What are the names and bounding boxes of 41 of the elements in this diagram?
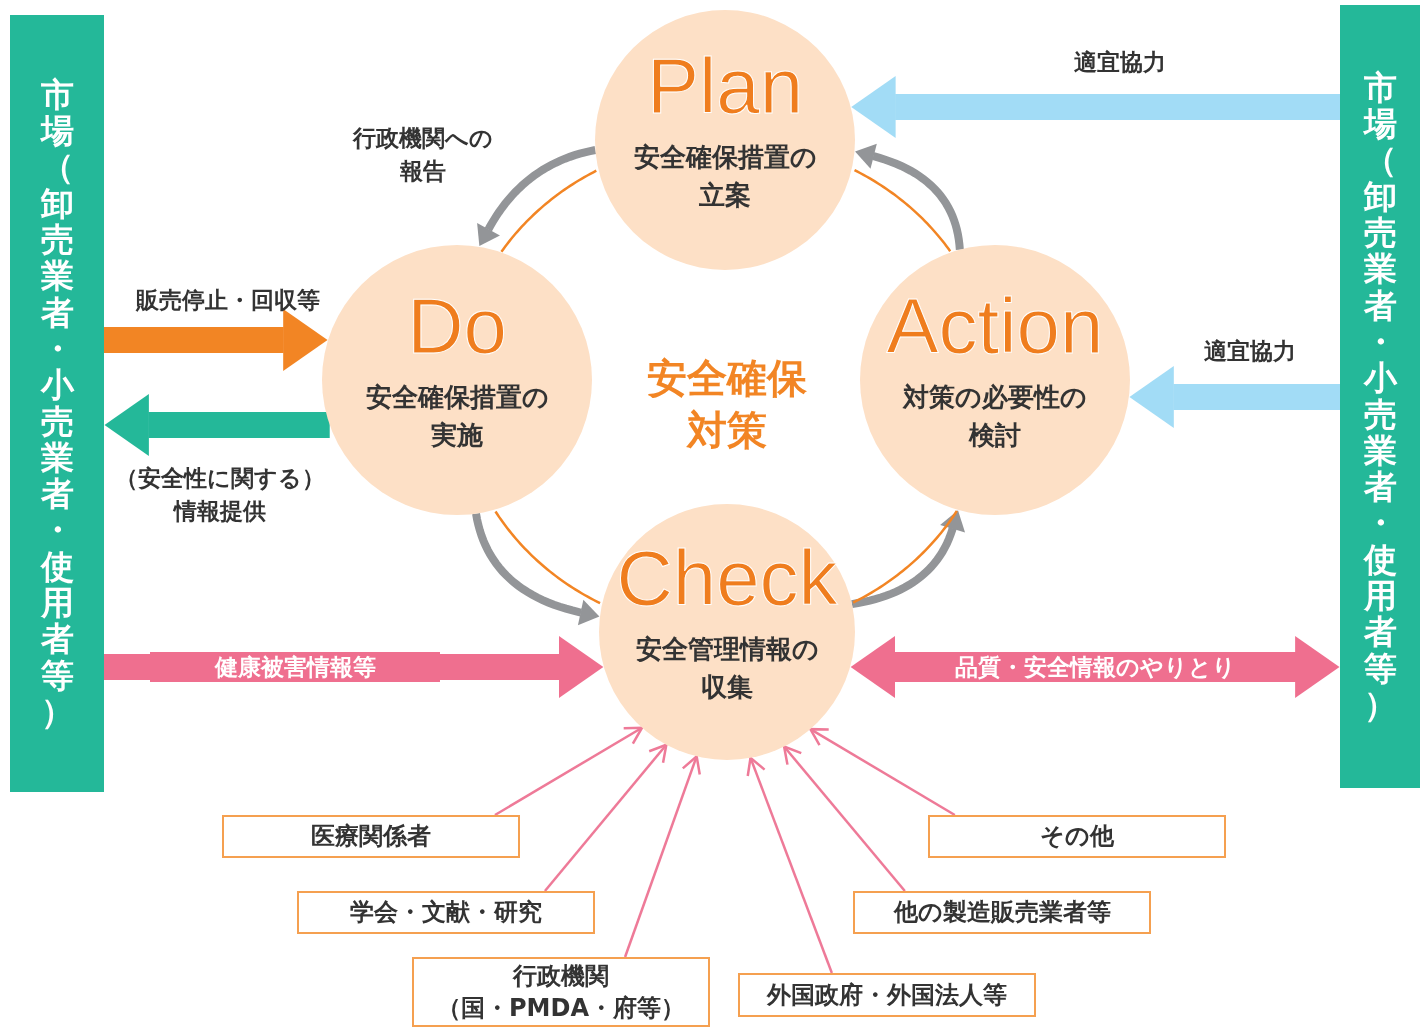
edge-label: 健康被害情報等: [150, 652, 440, 682]
block-arrow: [104, 309, 328, 371]
edge-label: 行政機関への報告: [351, 124, 494, 187]
block-arrow: [851, 76, 1340, 138]
phase-title: Plan: [646, 47, 804, 126]
market-label: 市場（卸売業者・小売業者・使用者等）: [40, 76, 74, 731]
market-bar: [1340, 5, 1420, 788]
arrow: [543, 743, 668, 892]
edge-label: 適宜協力: [1073, 48, 1167, 77]
arrow: [746, 756, 834, 974]
edge-label: （安全性に関する）情報提供: [115, 464, 325, 527]
phase-label: 安全確保措置の実施: [364, 381, 550, 452]
connector-line: [500, 169, 597, 253]
arrow: [472, 512, 600, 626]
connector-line: [853, 169, 952, 252]
source-box: その他: [928, 815, 1226, 858]
market-label: 市場（卸売業者・小売業者・使用者等）: [1363, 69, 1397, 724]
block-arrow: [1129, 366, 1340, 428]
source-box: 他の製造販売業者等: [853, 891, 1151, 934]
edge-label: 販売停止・回収等: [134, 286, 321, 315]
phase-title: Action: [886, 287, 1104, 366]
phase-label: 安全確保措置の立案: [632, 141, 818, 212]
arrow: [855, 143, 964, 250]
arrow: [782, 745, 906, 892]
source-box: 医療関係者: [222, 815, 520, 858]
source-box: 外国政府・外国法人等: [738, 973, 1036, 1017]
source-box: 学会・文献・研究: [297, 891, 595, 934]
phase-label: 対策の必要性の検討: [901, 381, 1088, 452]
connector-line: [494, 510, 601, 605]
market-bar: [10, 15, 104, 792]
phase-title: Do: [407, 287, 507, 366]
source-box: 行政機関 （国・PMDA・府等）: [412, 957, 710, 1027]
center-title: 安全確保対策: [646, 354, 808, 455]
phase-title: Check: [616, 539, 838, 618]
arrow: [809, 727, 956, 817]
edge-label: 適宜協力: [1203, 337, 1297, 366]
arrow: [494, 726, 644, 817]
arrow: [623, 755, 701, 958]
phase-label: 安全管理情報の収集: [634, 633, 820, 704]
arrow: [477, 146, 597, 247]
block-arrow: [104, 394, 330, 456]
